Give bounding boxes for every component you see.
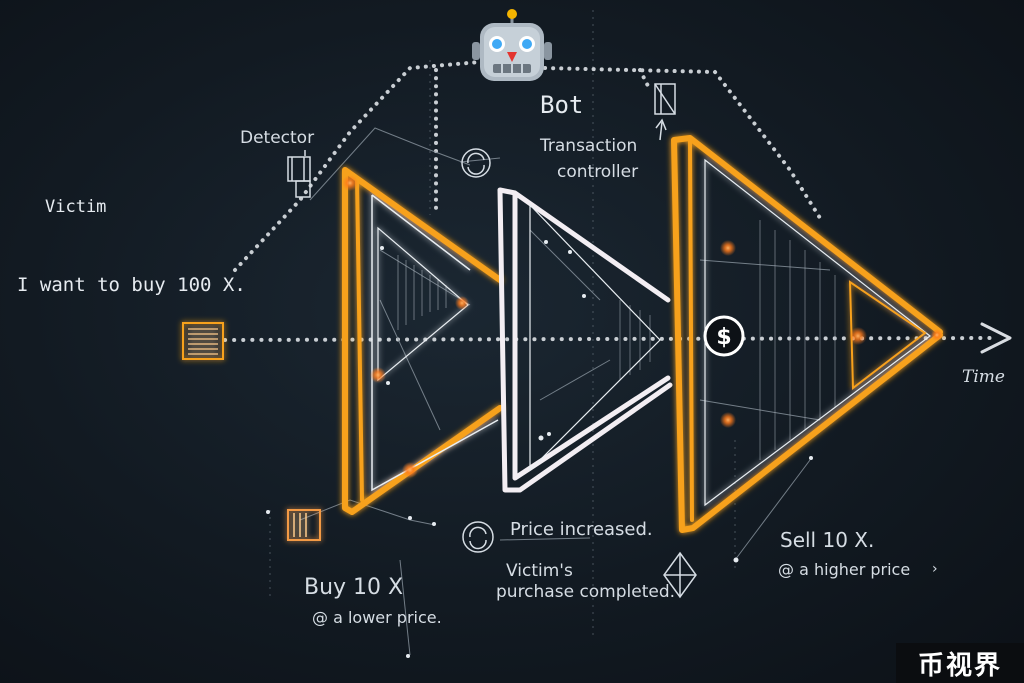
bot-label: Bot	[540, 91, 583, 119]
glow-nodes	[342, 175, 943, 478]
detector-icon	[287, 150, 311, 198]
watermark-logo: 币视界	[896, 643, 1024, 683]
sell-label-2: @ a higher price	[778, 560, 910, 579]
transaction-controller-label-1: Transaction	[539, 136, 637, 156]
bot-network	[233, 60, 822, 272]
back-run-triangle	[671, 135, 943, 533]
hatch-fill-left	[397, 255, 447, 330]
transaction-controller-label-2: controller	[557, 162, 638, 182]
detector-label: Detector	[240, 128, 314, 148]
guide-lines	[269, 10, 736, 640]
victim-icon	[182, 322, 224, 360]
sell-arrow: ›	[932, 561, 938, 577]
victim-triangle	[497, 187, 673, 493]
hatch-fill-right	[619, 220, 836, 460]
dollar-coin-icon: $	[703, 315, 745, 357]
coin-swap-icon	[461, 148, 491, 178]
time-label: Time	[962, 367, 1005, 387]
robot-icon	[472, 9, 552, 81]
white-dots	[266, 240, 813, 658]
buy-order-icon	[287, 509, 321, 541]
diamond-icon	[663, 551, 697, 599]
coin-swap-icon-bottom	[462, 521, 494, 553]
victim-purchase-label-2: purchase completed.	[496, 582, 675, 602]
buy-label-2: @ a lower price.	[312, 608, 442, 627]
victim-label: Victim	[45, 197, 106, 217]
buy-label-1: Buy 10 X	[304, 575, 403, 600]
victim-quote: I want to buy 100 X.	[17, 274, 246, 296]
controller-icon	[654, 83, 676, 141]
sell-label-1: Sell 10 X.	[780, 528, 874, 552]
front-run-triangle	[342, 167, 503, 515]
dollar-sign: $	[716, 325, 731, 350]
victim-purchase-label-1: Victim's	[506, 561, 573, 581]
price-increased-label: Price increased.	[510, 519, 653, 540]
